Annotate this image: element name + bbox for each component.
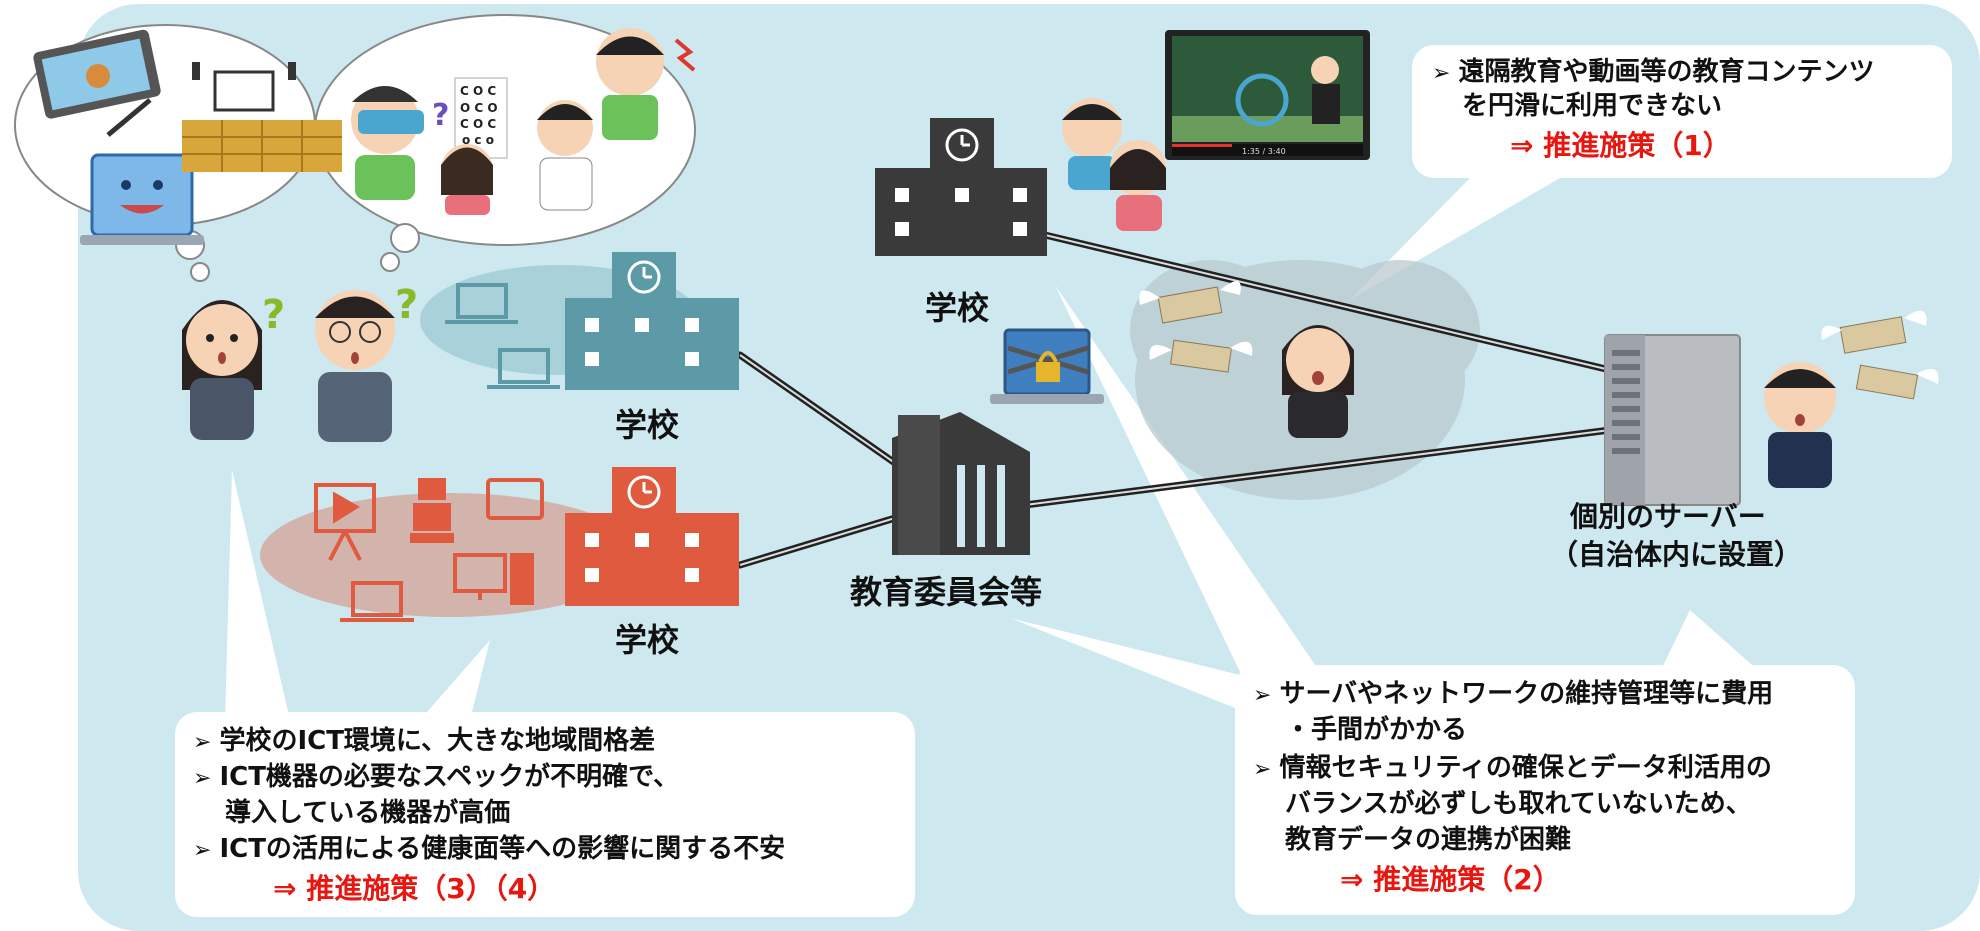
red-laptop-icon bbox=[340, 581, 414, 622]
svg-text:C O C: C O C bbox=[460, 84, 496, 98]
worried-woman-icon bbox=[1282, 325, 1354, 438]
red-tablet-icon bbox=[486, 478, 544, 520]
callout-bottom-right: ➢サーバやネットワークの維持管理等に費用 ・手間がかかる ➢情報セキュリティの確… bbox=[1235, 665, 1855, 915]
confused-woman-icon: ? bbox=[182, 292, 285, 440]
robot-icon bbox=[410, 478, 454, 543]
callout-top-right-line2: を円滑に利用できない bbox=[1462, 91, 1723, 121]
bullet-icon: ➢ bbox=[1432, 61, 1451, 86]
tablet-icon bbox=[33, 29, 161, 119]
callout-bottom-right-item2: ➢情報セキュリティの確保とデータ利活用の bbox=[1253, 753, 1772, 783]
teal-laptop-icon-2 bbox=[487, 348, 560, 389]
desktop-pc-icon bbox=[453, 553, 534, 605]
callout-tail-bottom-left-1 bbox=[225, 470, 290, 720]
callout-tail-bottom-left-2 bbox=[420, 640, 490, 720]
red-school-building bbox=[565, 467, 739, 606]
confused-man-icon: ? bbox=[315, 282, 418, 442]
callout-top-right-measure: ⇒ 推進施策（1） bbox=[1510, 129, 1731, 162]
callout-bottom-left-item2: ➢ICT機器の必要なスペックが不明確で、 bbox=[193, 762, 680, 792]
label-school-teal: 学校 bbox=[615, 406, 680, 444]
girl-eye-test-icon bbox=[441, 144, 493, 215]
top-school-building bbox=[875, 118, 1047, 256]
callout-tail-bottom-right-2 bbox=[1010, 618, 1300, 710]
callout-bottom-left: ➢学校のICT環境に、大きな地域間格差 ➢ICT機器の必要なスペックが不明確で、… bbox=[175, 712, 915, 917]
label-server-line1: 個別のサーバー bbox=[1570, 500, 1766, 533]
worried-children-icon bbox=[1062, 98, 1166, 231]
svg-text:O C O: O C O bbox=[460, 101, 498, 115]
callout-bottom-right-item1-cont: ・手間がかかる bbox=[1285, 715, 1468, 745]
doctor-icon bbox=[537, 100, 593, 211]
svg-text:C O C: C O C bbox=[460, 117, 496, 131]
flying-money-icon-3 bbox=[1821, 310, 1927, 354]
flying-money-icon-2 bbox=[1149, 339, 1253, 373]
teal-school-building bbox=[565, 252, 739, 390]
callout-bottom-right-item2-cont2: 教育データの連携が困難 bbox=[1285, 825, 1572, 855]
callout-top-right-line1: ➢遠隔教育や動画等の教育コンテンツ bbox=[1432, 57, 1875, 87]
vr-headset-child-icon: ? bbox=[351, 86, 449, 200]
bullet-icon: ➢ bbox=[193, 838, 212, 863]
svg-text:?: ? bbox=[395, 282, 418, 328]
classroom-desks-icon bbox=[182, 62, 342, 172]
callout-bottom-left-item3: ➢ICTの活用による健康面等への影響に関する不安 bbox=[193, 834, 786, 864]
presentation-screen-icon bbox=[314, 483, 376, 561]
label-school-red: 学校 bbox=[615, 621, 680, 659]
video-time-label: 1:35 / 3:40 bbox=[1242, 147, 1286, 156]
svg-text:o c o: o c o bbox=[462, 133, 494, 147]
board-of-education-building bbox=[892, 412, 1030, 555]
stylus-icon bbox=[106, 98, 152, 137]
callout-tail-bottom-right-3 bbox=[1660, 610, 1760, 672]
teal-laptop-icon-1 bbox=[445, 283, 518, 324]
smiling-laptop-icon bbox=[80, 153, 204, 245]
label-school-top: 学校 bbox=[925, 289, 990, 327]
server-rack-icon bbox=[1604, 334, 1741, 506]
svg-text:?: ? bbox=[432, 98, 449, 133]
callout-bottom-left-measure: ⇒ 推進施策（3）（4） bbox=[273, 872, 556, 905]
bullet-icon: ➢ bbox=[193, 766, 212, 791]
label-server-line2: （自治体内に設置） bbox=[1550, 538, 1803, 571]
svg-text:?: ? bbox=[262, 292, 285, 338]
callout-bottom-left-item1: ➢学校のICT環境に、大きな地域間格差 bbox=[193, 726, 656, 756]
callout-bottom-right-measure: ⇒ 推進施策（2） bbox=[1340, 863, 1561, 896]
flying-money-icon-4 bbox=[1855, 364, 1939, 400]
callout-top-right: ➢遠隔教育や動画等の教育コンテンツ を円滑に利用できない ⇒ 推進施策（1） bbox=[1412, 45, 1952, 178]
video-player-icon bbox=[1165, 30, 1370, 160]
callout-bottom-right-item1: ➢サーバやネットワークの維持管理等に費用 bbox=[1253, 679, 1774, 709]
callout-bottom-right-item2-cont1: バランスが必ずしも取れていないため、 bbox=[1285, 789, 1752, 819]
callout-tail-bottom-right-1 bbox=[1055, 285, 1320, 672]
eye-chart-icon: C O C O C O C O C o c o bbox=[454, 77, 508, 159]
callout-bottom-left-item2-cont: 導入している機器が高価 bbox=[225, 798, 511, 828]
worried-man-icon bbox=[1764, 362, 1836, 488]
bullet-icon: ➢ bbox=[1253, 757, 1272, 782]
bullet-icon: ➢ bbox=[193, 730, 212, 755]
boy-headache-icon bbox=[596, 28, 696, 140]
label-board-of-education: 教育委員会等 bbox=[850, 573, 1043, 611]
bullet-icon: ➢ bbox=[1253, 683, 1272, 708]
locked-laptop-icon bbox=[990, 328, 1104, 404]
flying-money-icon-1 bbox=[1139, 281, 1241, 324]
